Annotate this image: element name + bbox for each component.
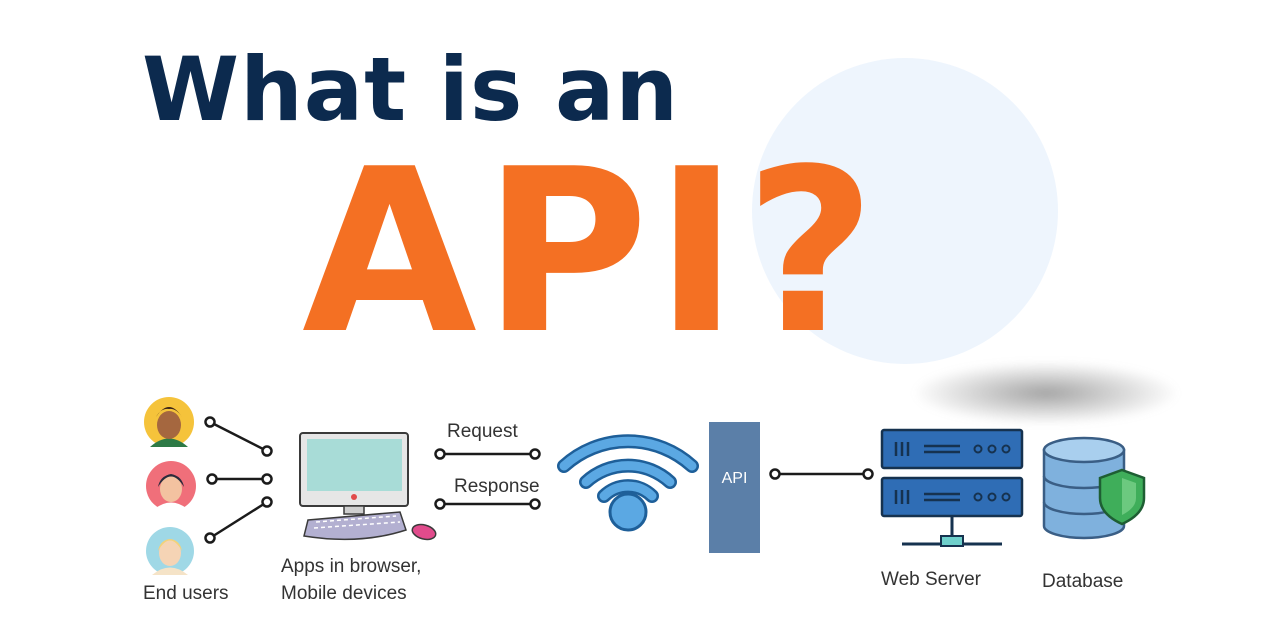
api-box	[709, 422, 760, 553]
web-server-label: Web Server	[881, 569, 981, 590]
wifi-icon	[557, 434, 699, 532]
api-headline: API?	[302, 121, 882, 384]
user-avatar-2-icon	[146, 461, 196, 511]
database-label: Database	[1042, 571, 1124, 592]
user-avatar-1-icon	[144, 397, 194, 447]
apps-label-line2: Mobile devices	[281, 583, 407, 604]
request-response-connectors	[434, 448, 541, 510]
user-avatar-3-icon	[146, 527, 194, 575]
end-users-label: End users	[143, 583, 229, 604]
api-server-connector	[769, 468, 874, 480]
web-server-icon	[880, 428, 1024, 547]
request-label: Request	[447, 421, 518, 442]
api-box-label: API	[721, 470, 748, 487]
background-circle	[752, 58, 1058, 364]
headline: What is an	[142, 38, 680, 141]
computer-icon	[299, 432, 437, 541]
response-label: Response	[454, 476, 540, 497]
user-connectors	[204, 416, 273, 544]
floating-shadow	[915, 362, 1177, 424]
database-icon	[1042, 436, 1146, 540]
apps-label-line1: Apps in browser,	[281, 556, 422, 577]
